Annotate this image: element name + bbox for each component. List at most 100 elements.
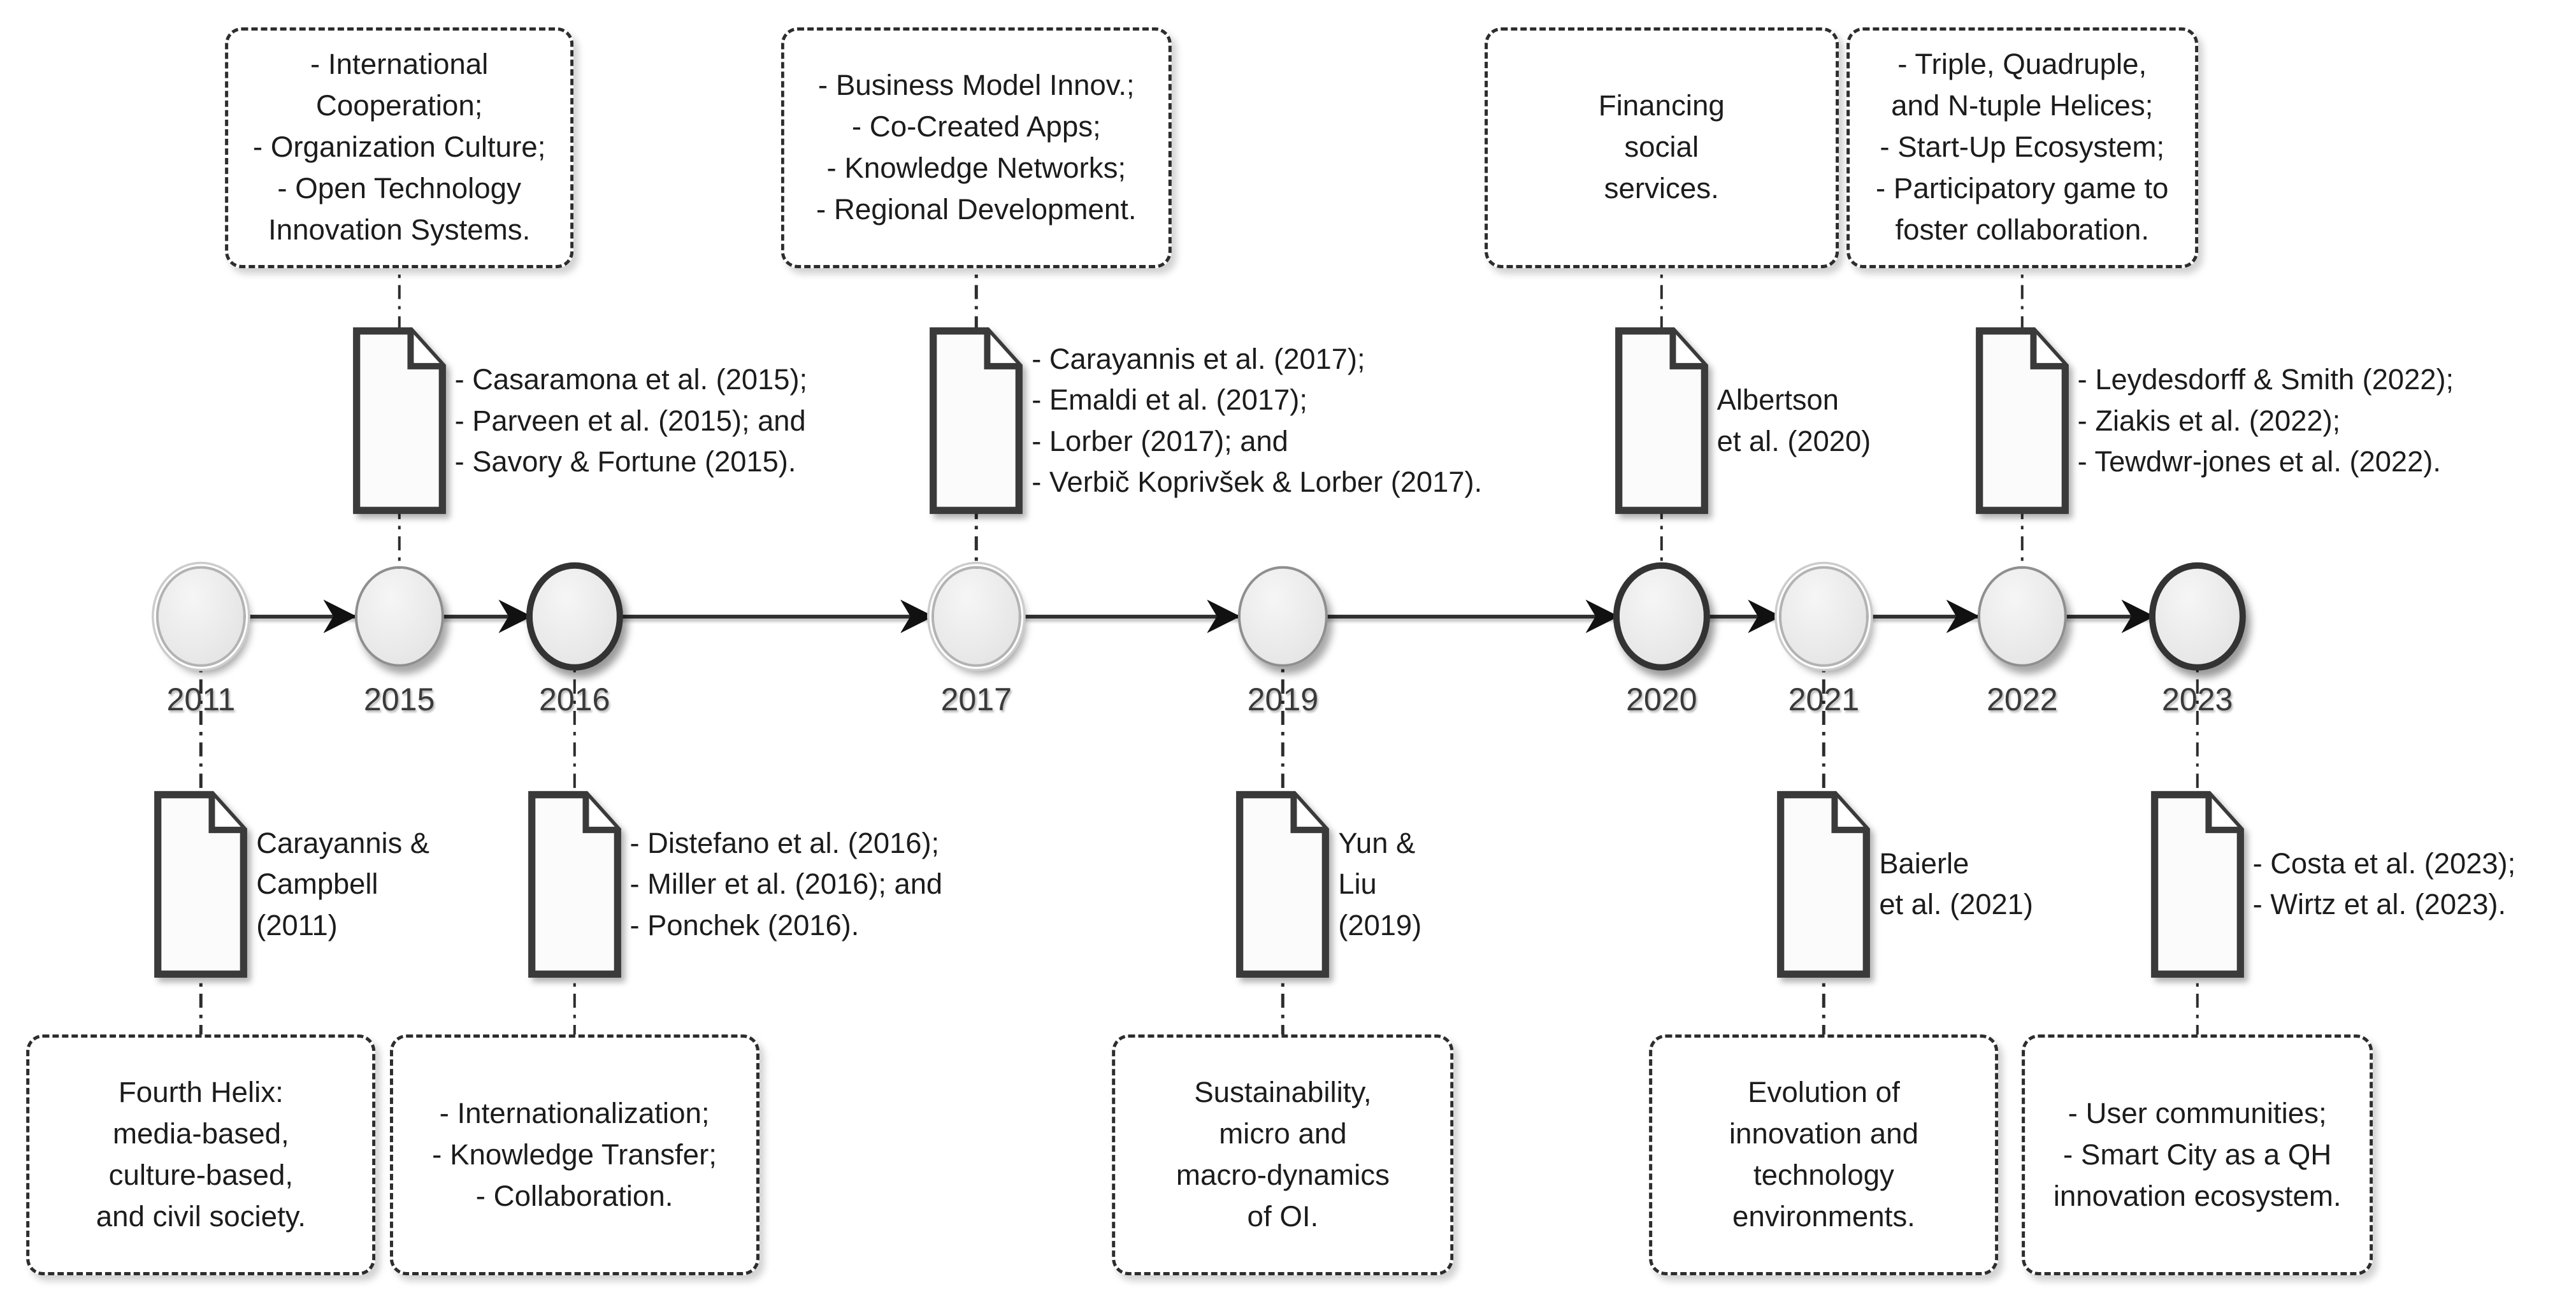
topic-line: and N-tuple Helices; bbox=[1891, 89, 2154, 122]
year-node bbox=[354, 566, 444, 667]
topic-line: foster collaboration. bbox=[1895, 213, 2150, 246]
citation-line: Yun & bbox=[1338, 826, 1416, 859]
citation-line: - Savory & Fortune (2015). bbox=[454, 445, 796, 478]
document-icon bbox=[1614, 326, 1709, 515]
citation-line: - Distefano et al. (2016); bbox=[630, 826, 940, 859]
topic-box: - Triple, Quadruple, and N-tuple Helices;… bbox=[1846, 27, 2198, 268]
year-label: 2020 bbox=[1625, 682, 1697, 718]
citation-line: - Carayannis et al. (2017); bbox=[1032, 343, 1365, 376]
citation-text: - Carayannis et al. (2017);- Emaldi et a… bbox=[1032, 326, 1482, 515]
document-icon bbox=[1975, 326, 2070, 515]
topic-line: technology bbox=[1753, 1159, 1894, 1192]
topic-line: Evolution of bbox=[1748, 1076, 1900, 1109]
citation-line: (2019) bbox=[1338, 908, 1422, 941]
year-label: 2015 bbox=[363, 682, 435, 718]
topic-line: - Start-Up Ecosystem; bbox=[1880, 131, 2165, 164]
citation-line: - Wirtz et al. (2023). bbox=[2252, 888, 2507, 921]
topic-line: - Triple, Quadruple, bbox=[1897, 48, 2147, 81]
citation-line: et al. (2021) bbox=[1879, 888, 2033, 921]
topic-line: - Knowledge Networks; bbox=[826, 151, 1126, 184]
topic-text: Evolution of innovation and technology envi… bbox=[1729, 1072, 1918, 1238]
year-label: 2011 bbox=[166, 682, 236, 718]
citation-line: - Verbič Koprivšek & Lorber (2017). bbox=[1032, 465, 1483, 498]
citation-line: - Ponchek (2016). bbox=[630, 908, 860, 941]
year-label: 2017 bbox=[940, 682, 1012, 718]
topic-line: - Collaboration. bbox=[475, 1179, 673, 1212]
topic-line: environments. bbox=[1732, 1200, 1915, 1233]
citation-line: - Miller et al. (2016); and bbox=[630, 868, 943, 901]
year-node bbox=[156, 566, 246, 667]
topic-line: social bbox=[1624, 131, 1699, 164]
citation-line: - Casaramona et al. (2015); bbox=[454, 363, 808, 396]
document-icon bbox=[2150, 790, 2245, 979]
topic-line: culture-based, bbox=[108, 1159, 294, 1192]
citation-line: (2011) bbox=[256, 908, 338, 941]
citation-text: Baierle et al. (2021) bbox=[1879, 790, 2033, 979]
topic-line: of OI. bbox=[1247, 1200, 1319, 1233]
topic-line: - Open Technology bbox=[277, 172, 521, 205]
topic-box: Fourth Helix:media-based,culture-based,a… bbox=[26, 1034, 376, 1276]
topic-line: innovation and bbox=[1729, 1117, 1918, 1150]
topic-line: - Organization Culture; bbox=[252, 131, 546, 164]
topic-box: - Internationalization; - Knowledge Trans… bbox=[389, 1034, 759, 1276]
document-icon bbox=[527, 790, 622, 979]
topic-line: innovation ecosystem. bbox=[2053, 1179, 2342, 1212]
citation-text: - Distefano et al. (2016); - Miller et al… bbox=[630, 790, 943, 979]
topic-line: - Knowledge Transfer; bbox=[432, 1138, 717, 1171]
document-icon bbox=[1776, 790, 1872, 979]
topic-text: - Business Model Innov.;- Co-Created App… bbox=[816, 65, 1137, 231]
year-node bbox=[2148, 562, 2246, 671]
topic-line: - Smart City as a QH bbox=[2063, 1138, 2332, 1171]
citation-line: Liu bbox=[1338, 868, 1377, 901]
year-node bbox=[932, 566, 1021, 667]
citation-text: Yun & Liu (2019) bbox=[1338, 790, 1421, 979]
topic-line: - Co-Created Apps; bbox=[851, 110, 1101, 143]
topic-line: Cooperation; bbox=[315, 89, 483, 122]
citation-text: - Costa et al. (2023); - Wirtz et al. (20… bbox=[2253, 790, 2516, 979]
citation-text: - Leydesdorff & Smith (2022); - Ziakis et… bbox=[2078, 326, 2454, 515]
timeline-axis bbox=[201, 614, 2198, 619]
year-label: 2019 bbox=[1247, 682, 1319, 718]
document-icon bbox=[352, 326, 447, 515]
topic-line: Financing bbox=[1598, 89, 1725, 122]
citation-text: Carayannis & Campbell (2011) bbox=[256, 790, 429, 979]
citation-line: - Costa et al. (2023); bbox=[2252, 847, 2516, 880]
year-node bbox=[1613, 562, 1710, 671]
year-node bbox=[1977, 566, 2067, 667]
topic-line: Innovation Systems. bbox=[268, 213, 531, 246]
year-node bbox=[1779, 566, 1869, 667]
topic-text: - Triple, Quadruple, and N-tuple Helices;… bbox=[1876, 44, 2168, 250]
topic-text: - Internationalization; - Knowledge Trans… bbox=[432, 1093, 717, 1217]
citation-text: Albertson et al. (2020) bbox=[1717, 326, 1871, 515]
topic-line: - Participatory game to bbox=[1876, 172, 2169, 205]
topic-text: Fourth Helix:media-based,culture-based,a… bbox=[96, 1072, 306, 1238]
citation-line: Albertson bbox=[1716, 383, 1839, 417]
topic-line: - Internationalization; bbox=[439, 1096, 710, 1129]
citation-line: Campbell bbox=[256, 868, 378, 901]
topic-line: - International bbox=[310, 48, 489, 81]
citation-line: Baierle bbox=[1879, 847, 1969, 880]
document-icon bbox=[154, 790, 249, 979]
citation-text: - Casaramona et al. (2015);- Parveen et … bbox=[455, 326, 808, 515]
citation-line: - Ziakis et al. (2022); bbox=[2077, 404, 2341, 437]
topic-line: and civil society. bbox=[96, 1200, 306, 1233]
year-label: 2016 bbox=[538, 682, 610, 718]
document-icon bbox=[929, 326, 1025, 515]
citation-line: Carayannis & bbox=[256, 826, 429, 859]
topic-line: Sustainability, bbox=[1194, 1076, 1372, 1109]
citation-line: - Leydesdorff & Smith (2022); bbox=[2077, 363, 2454, 396]
topic-box: Evolution of innovation and technology envi… bbox=[1649, 1034, 1999, 1276]
year-label: 2022 bbox=[1986, 682, 2058, 718]
citation-line: et al. (2020) bbox=[1716, 424, 1871, 457]
topic-line: media-based, bbox=[112, 1117, 289, 1150]
citation-line: - Lorber (2017); and bbox=[1032, 424, 1288, 457]
